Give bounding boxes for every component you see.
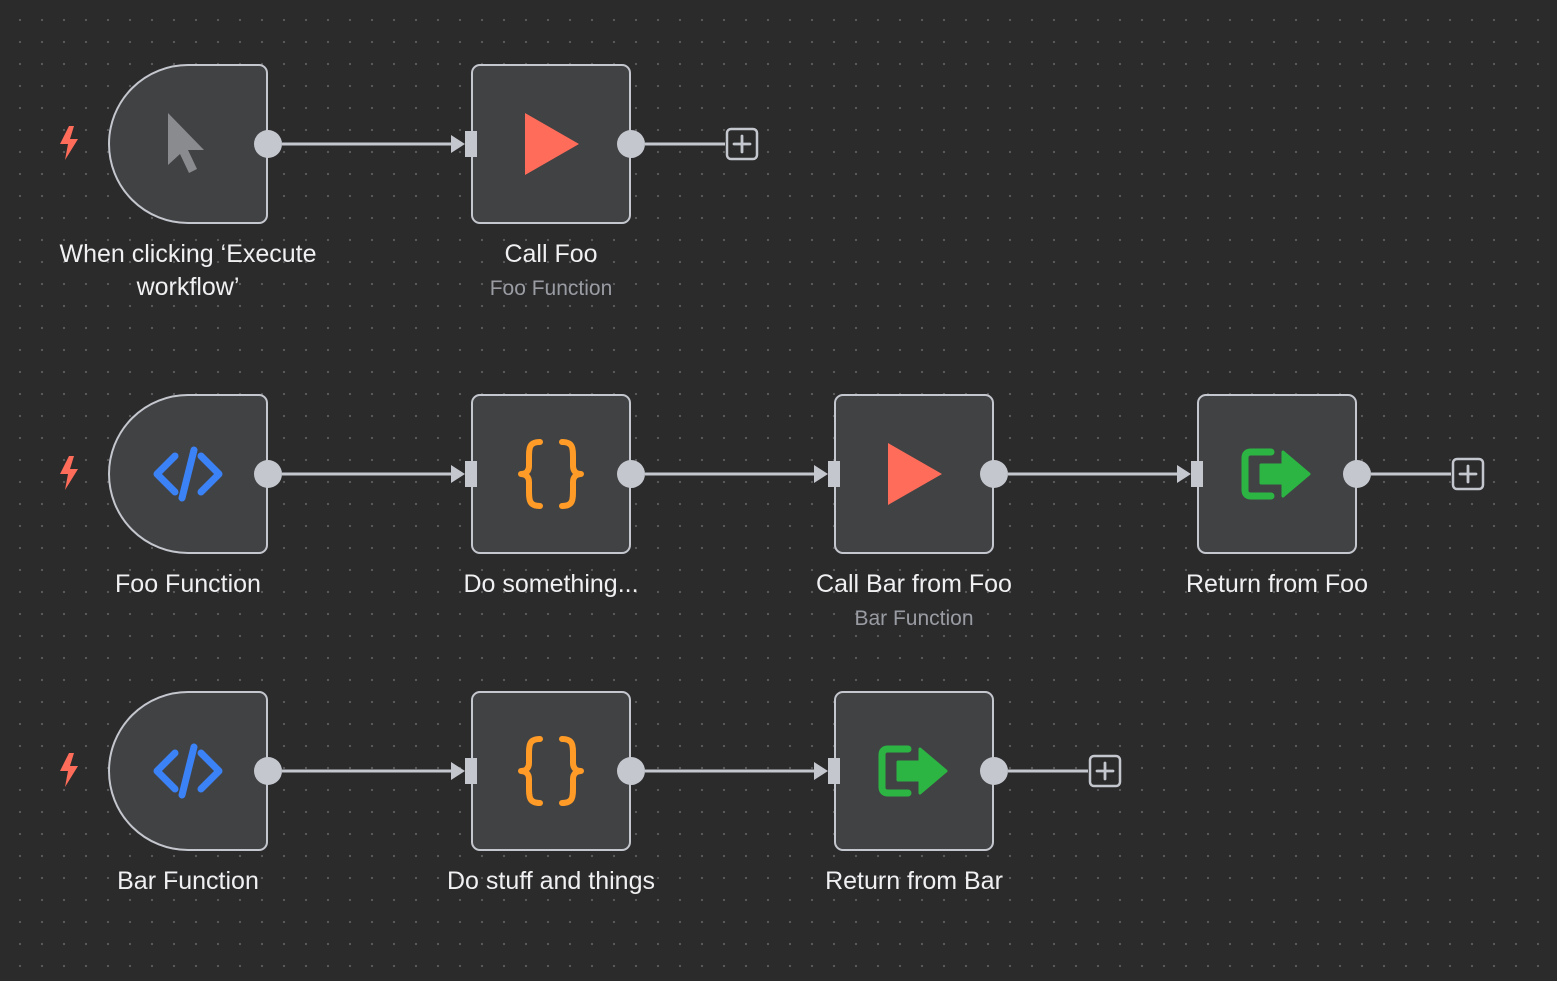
node-label: Bar Function [117,867,259,895]
output-handle[interactable] [254,757,282,785]
connection-arrowhead [1177,465,1191,483]
node-label: Return from Foo [1185,570,1368,598]
output-handle[interactable] [1343,460,1371,488]
trigger-bolt-icon [56,454,82,492]
node-subtitle: Foo Function [489,277,613,300]
node-label: Return from Bar [825,867,1003,895]
node-foo-function[interactable] [108,394,268,554]
plus-icon [1088,754,1122,788]
node-do-something[interactable] [471,394,631,554]
code-icon [148,731,228,811]
node-label: Do something... [463,570,639,598]
code-icon [148,434,228,514]
node-label: Call Foo [504,240,598,268]
plus-icon [1451,457,1485,491]
output-handle[interactable] [980,757,1008,785]
connection-arrowhead [814,762,828,780]
trigger-bolt-icon [56,124,82,162]
node-label: Call Bar from Foo [816,570,1012,598]
node-do-stuff-and-things[interactable] [471,691,631,851]
return-icon [874,731,954,811]
play-icon [511,104,591,184]
output-handle[interactable] [254,130,282,158]
node-call-bar-from-foo[interactable] [834,394,994,554]
input-handle[interactable] [465,461,477,487]
node-return-from-foo[interactable] [1197,394,1357,554]
connection-arrowhead [451,135,465,153]
node-when-clicking-execute-workflow[interactable] [108,64,268,224]
input-handle[interactable] [828,758,840,784]
input-handle[interactable] [465,131,477,157]
output-handle[interactable] [254,460,282,488]
cursor-icon [148,104,228,184]
input-handle[interactable] [465,758,477,784]
node-label: Do stuff and things [446,867,655,895]
return-icon [1237,434,1317,514]
plus-icon [725,127,759,161]
play-icon [874,434,954,514]
node-subtitle: Bar Function [854,607,974,630]
node-return-from-bar[interactable] [834,691,994,851]
node-label: When clicking ‘Execute workflow’ [59,240,317,301]
trigger-bolt-icon [56,751,82,789]
output-handle[interactable] [617,757,645,785]
output-handle[interactable] [980,460,1008,488]
input-handle[interactable] [828,461,840,487]
connection-arrowhead [814,465,828,483]
connection-arrowhead [451,465,465,483]
node-bar-function[interactable] [108,691,268,851]
connection-arrowhead [451,762,465,780]
add-node-button[interactable] [1088,754,1122,788]
add-node-button[interactable] [725,127,759,161]
output-handle[interactable] [617,130,645,158]
braces-icon [511,731,591,811]
braces-icon [511,434,591,514]
add-node-button[interactable] [1451,457,1485,491]
input-handle[interactable] [1191,461,1203,487]
node-label: Foo Function [115,570,261,598]
output-handle[interactable] [617,460,645,488]
node-call-foo[interactable] [471,64,631,224]
